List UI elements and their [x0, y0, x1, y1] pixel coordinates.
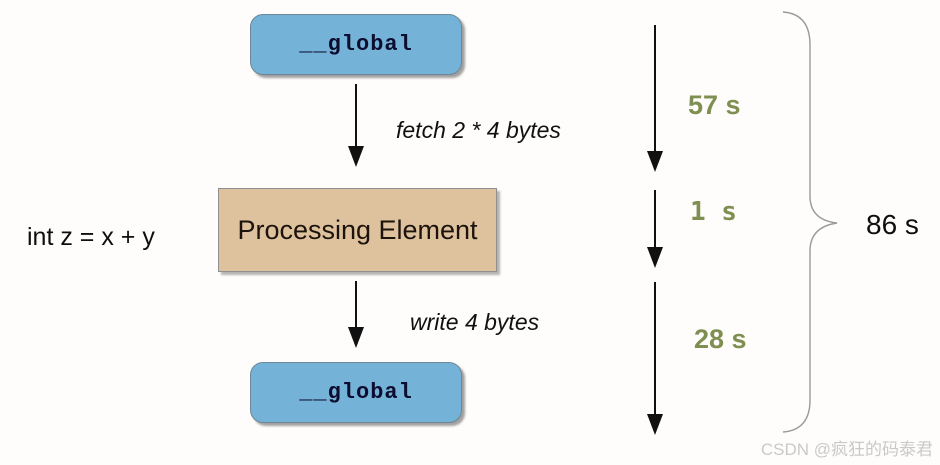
global-memory-box-bottom: __global: [250, 362, 462, 423]
fetch-time-arrow: [647, 25, 663, 172]
write-arrow: [348, 281, 364, 348]
global-memory-box-top: __global: [250, 14, 462, 75]
fetch-arrow: [348, 84, 364, 167]
total-time-label: 86 s: [866, 209, 919, 240]
code-statement-label: int z = x + y: [27, 223, 155, 251]
total-brace: [782, 11, 838, 433]
write-time-arrow: [647, 282, 663, 435]
processing-element-label: Processing Element: [237, 214, 478, 245]
global-memory-bottom-label: __global: [299, 380, 413, 405]
global-memory-top-label: __global: [299, 32, 413, 57]
watermark: CSDN @疯狂的码泰君: [760, 440, 933, 459]
compute-time-arrow: [647, 190, 663, 268]
compute-time-label: 1 s: [690, 197, 737, 227]
fetch-time-label: 57 s: [688, 90, 741, 120]
write-bytes-label: write 4 bytes: [410, 309, 540, 335]
fetch-bytes-label: fetch 2 * 4 bytes: [396, 117, 561, 143]
write-time-label: 28 s: [694, 324, 747, 354]
processing-element-box: Processing Element: [218, 188, 497, 272]
